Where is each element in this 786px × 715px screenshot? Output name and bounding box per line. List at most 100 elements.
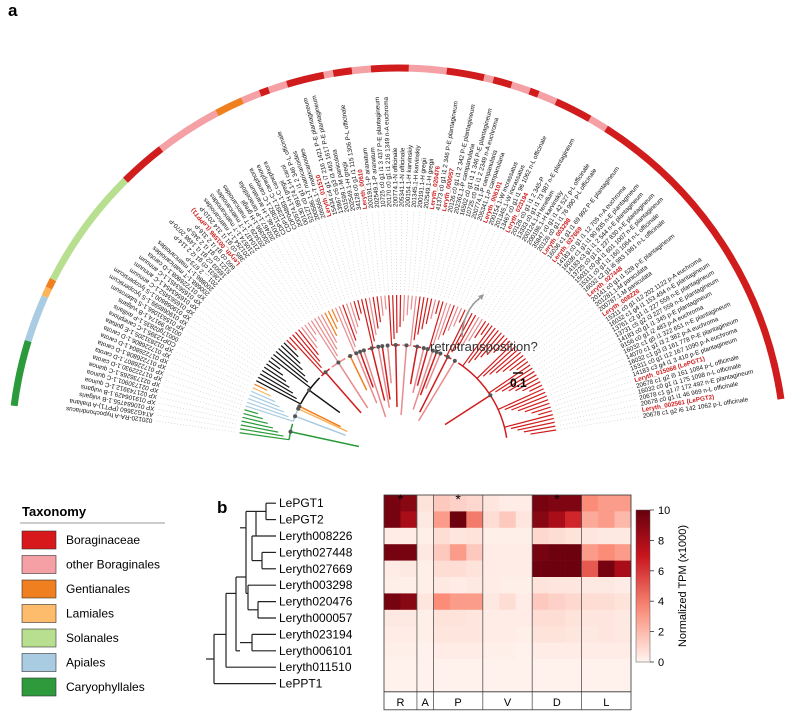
tip-guide-line: [448, 220, 474, 298]
heatmap-cell: [614, 560, 632, 578]
heatmap-cell: [515, 560, 533, 578]
tip-label: 200154.1-H karvinskiy: [405, 144, 415, 207]
clade-stem: [299, 405, 341, 428]
heatmap-cell: [548, 659, 566, 676]
heatmap-cell: [598, 609, 615, 627]
tissue-label: V: [504, 697, 512, 709]
tip-guide-line: [507, 271, 562, 332]
tree-branch: [388, 295, 393, 346]
tip-guide-line: [436, 215, 456, 295]
heatmap-cell: [482, 642, 500, 660]
tree-branch: [462, 325, 493, 367]
heatmap-cell: [400, 544, 418, 561]
phylogenetic-tree: [239, 295, 557, 448]
heatmap-cell: [482, 626, 500, 643]
tip-guide-line: [167, 368, 244, 398]
heatmap-cell: [515, 577, 533, 594]
node-dot: [323, 370, 328, 375]
heatmap-cell: [384, 544, 401, 561]
ring-segment: [41, 286, 53, 299]
colorbar-tick-label: 10: [658, 505, 670, 517]
heatmap-cell: [499, 495, 517, 512]
heatmap-cell: [581, 659, 599, 676]
panel-b-letter: b: [217, 498, 227, 517]
tree-branch: [376, 296, 382, 323]
gene-label: Leryth008226: [279, 529, 353, 543]
tree-branch: [482, 346, 516, 377]
ring-segment: [24, 295, 49, 343]
tree-branch: [334, 307, 356, 354]
tree-branch: [249, 394, 280, 408]
tree-branch: [261, 369, 290, 388]
tip-label: 20170 c0 g1 i1 216 1349 n-A euchroma: [383, 96, 394, 207]
heatmap-cell: [482, 659, 500, 676]
tree-branch: [501, 370, 535, 392]
tip-guide-line: [280, 238, 320, 311]
heatmap-cell: [400, 659, 418, 676]
heatmap-cell: [482, 560, 500, 578]
tip-guide-line: [324, 220, 350, 298]
colorbar-tick-label: 0: [658, 657, 664, 669]
tree-branch: [263, 366, 287, 382]
heatmap-cell: [532, 544, 549, 561]
heatmap-cell: [449, 642, 467, 660]
tree-branch: [480, 332, 502, 358]
tip-guide-line: [330, 218, 353, 297]
ring-segment: [10, 339, 32, 407]
tip-guide-line: [296, 230, 331, 305]
tree-branch: [442, 304, 455, 336]
tree-branch: [301, 326, 318, 349]
ring-segment: [215, 97, 244, 117]
tissue-label: P: [454, 697, 461, 709]
heatmap-cell: [416, 577, 434, 594]
gene-label: LePPT1: [279, 677, 323, 691]
heatmap-cell: [565, 544, 582, 561]
clade-stem: [337, 362, 369, 409]
heatmap-cell: [433, 675, 451, 693]
heatmap-cell: [482, 593, 500, 611]
heatmap-cell: [565, 511, 582, 529]
tree-branch: [244, 409, 259, 415]
tip-guide-line: [400, 209, 403, 291]
tree-branch: [241, 420, 274, 429]
ring-segment: [537, 91, 558, 105]
tree-branch: [283, 342, 299, 358]
tree-branch: [286, 339, 297, 351]
retrotransposition-arrow: [461, 297, 481, 338]
clade-stem: [400, 345, 408, 416]
heatmap-cell: [416, 544, 434, 561]
tip-guide-line: [542, 336, 614, 377]
tree-branch: [486, 335, 505, 356]
tree-branch: [257, 376, 297, 400]
heatmap-cell: [499, 577, 517, 594]
heatmap-cell: [548, 675, 566, 693]
ring-segment: [332, 67, 353, 77]
tree-branch: [524, 402, 550, 413]
clade-stem: [359, 351, 374, 388]
heatmap-cell: [384, 495, 401, 512]
tree-branch: [327, 310, 338, 330]
heatmap-cell: [532, 560, 549, 578]
tree-branch: [504, 414, 553, 428]
heatmap-cell: [466, 659, 484, 676]
heatmap-cell: [466, 544, 484, 561]
tree-branch: [489, 348, 519, 375]
heatmap-cell: [515, 495, 533, 512]
legend-label: other Boraginales: [66, 558, 160, 572]
tree-branch: [240, 428, 284, 437]
tip-label: 200774.1-N officinale: [392, 147, 400, 207]
heatmap-cell: [565, 609, 582, 627]
heatmap-cell: [565, 560, 582, 578]
tip-guide-line: [371, 210, 381, 291]
tip-guide-line: [269, 244, 313, 315]
heatmap-cell: [581, 642, 599, 660]
heatmap-cell: [515, 675, 533, 693]
heatmap-cell: [499, 593, 517, 611]
legend-label: Caryophyllales: [66, 680, 145, 694]
heatmap-cell: [581, 544, 599, 561]
tree-branch: [368, 297, 377, 336]
heatmap-cell: [598, 495, 615, 512]
tip-guide-line: [540, 331, 612, 373]
tip-guide-line: [552, 369, 629, 399]
